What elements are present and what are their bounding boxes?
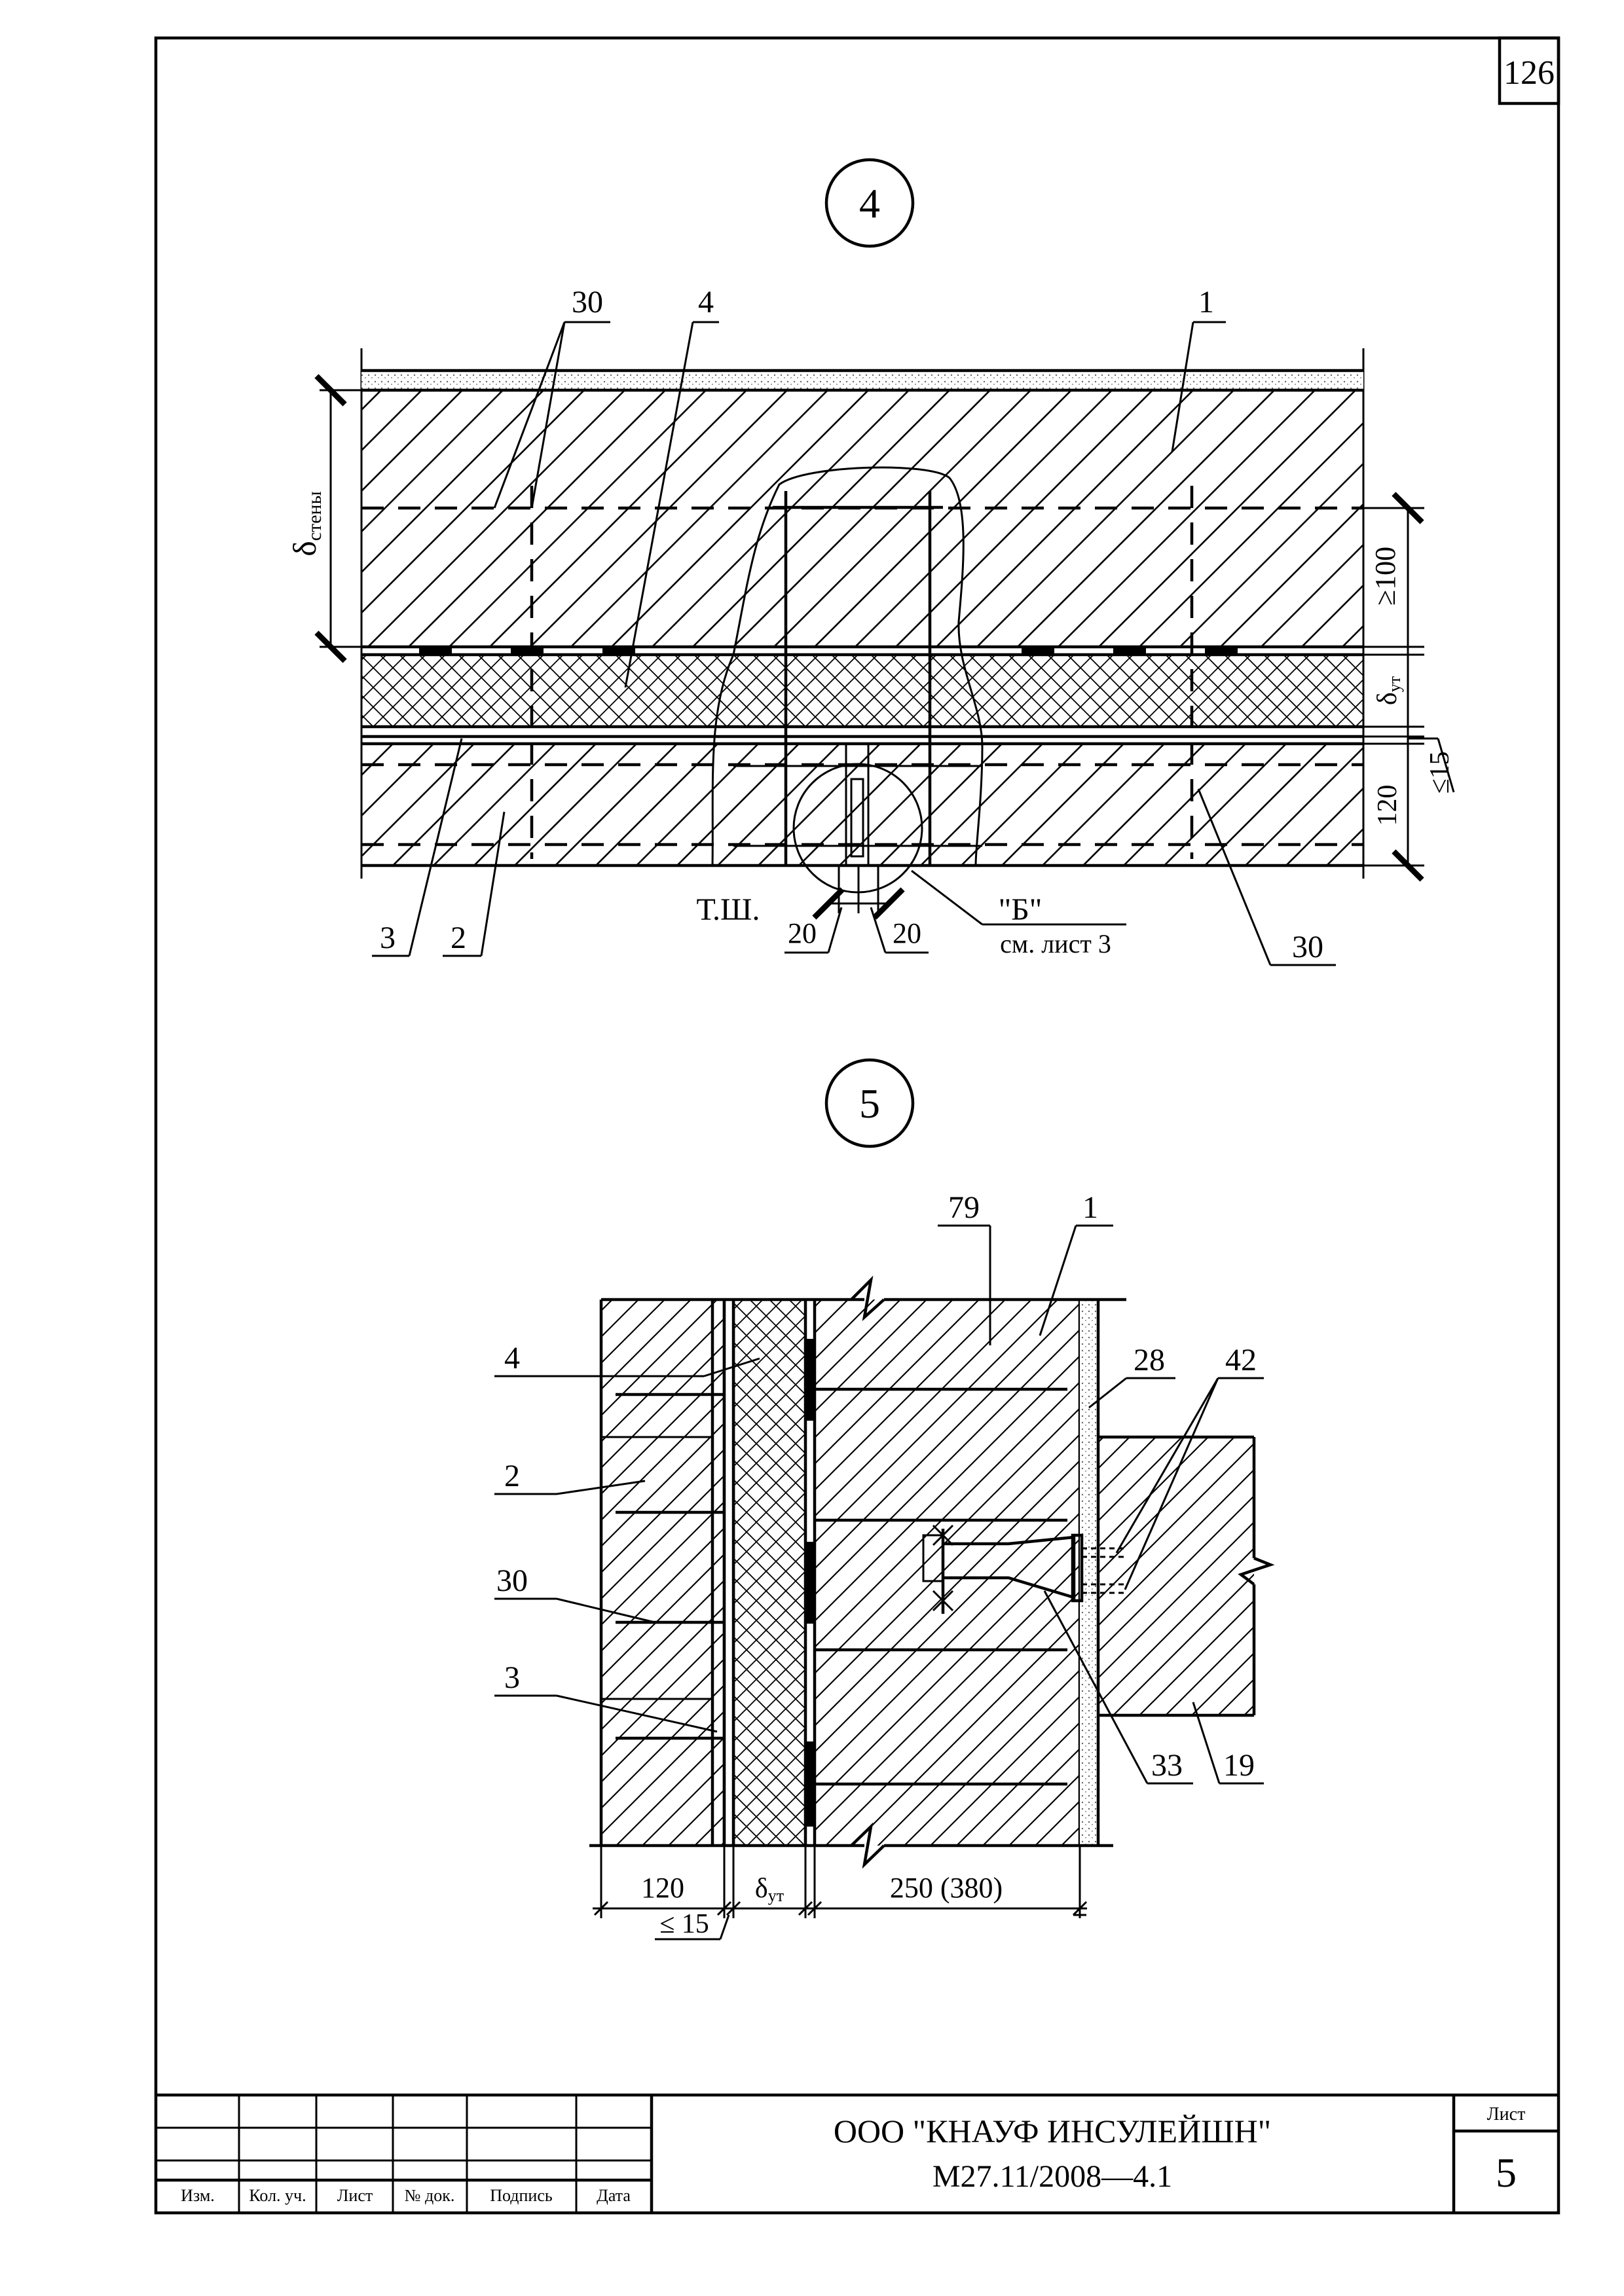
dim-le-15-d5: ≤ 15 [659,1909,709,1939]
callout-1: 1 [1198,285,1214,319]
callout-30-bottom: 30 [1292,930,1323,964]
detail-4-marker-label: 4 [859,180,880,227]
callout-30-top: 30 [572,285,603,319]
detail-5: 5 [494,1058,1275,1941]
sheet-value: 5 [1496,2149,1517,2196]
seam-insert [850,778,864,858]
insulation-column [733,1300,805,1846]
mortar-joints [601,1387,1067,1786]
dim-250-380: 250 (380) [890,1872,1003,1904]
callout-19: 19 [1223,1748,1255,1783]
dim-le-15-4: ≤15 [1425,751,1455,793]
outer-brick-wall [815,1300,1080,1846]
col-list: Лист [337,2186,373,2205]
dim-wall-thickness: δстены [286,491,325,556]
outer-wall [361,390,1363,647]
company-name: ООО "КНАУФ ИНСУЛЕЙШН" [834,2113,1271,2149]
inner-brick-wall [601,1300,724,1846]
callout-4: 4 [698,285,714,319]
callout-3: 3 [380,920,396,955]
callout-1-d5: 1 [1082,1190,1098,1225]
dim-20-right: 20 [893,917,921,949]
dim-insulation-d5: δут [755,1874,784,1905]
callout-3-d5: 3 [504,1660,520,1695]
plaster-layer [361,371,1363,390]
anchor-bracket [922,1524,1126,1614]
glue-strips [419,648,1238,655]
dim-120-vertical: 120 [1373,785,1403,826]
cutaway-opening [711,466,984,867]
ref-sheet-3: см. лист 3 [1000,929,1111,958]
title-block: Изм. Кол. уч. Лист № док. Подпись Дата О… [156,2093,1559,2213]
callout-42: 42 [1225,1343,1257,1377]
detail-5-marker [824,1058,915,1148]
col-kol-uch: Кол. уч. [249,2186,306,2205]
dim-insulation-4: δут [1373,676,1404,705]
detail-4: 4 [286,158,1455,966]
callout-30-d5: 30 [496,1563,528,1598]
dim-min-100: ≥100 [1369,547,1401,606]
sheet-label: Лист [1487,2104,1526,2124]
label-tsh: Т.Ш. [697,892,760,927]
col-date: Дата [597,2186,631,2205]
sheet-number-top: 126 [1504,54,1555,92]
detail-5-marker-label: 5 [859,1080,880,1127]
col-signature: Подпись [490,2186,553,2205]
document-code: М27.11/2008—4.1 [932,2159,1172,2194]
callout-2-d5: 2 [504,1459,520,1493]
dim-120-d5: 120 [641,1872,684,1904]
floor-slab [1098,1437,1254,1715]
col-doc: № док. [405,2186,455,2205]
col-izm: Изм. [181,2186,215,2205]
ref-b: "Б" [999,892,1043,927]
insulation-layer [361,655,1363,727]
sheet-number-box [1498,36,1560,105]
detail-4-marker [824,158,915,248]
glue-strips-5 [805,1339,813,1827]
callout-79: 79 [948,1190,980,1225]
sheet-frame [154,36,1560,2215]
callout-2: 2 [451,920,466,955]
callout-28: 28 [1134,1343,1165,1377]
dim-20-left: 20 [788,917,817,949]
callout-4-d5: 4 [504,1341,520,1376]
callout-33: 33 [1151,1748,1183,1783]
